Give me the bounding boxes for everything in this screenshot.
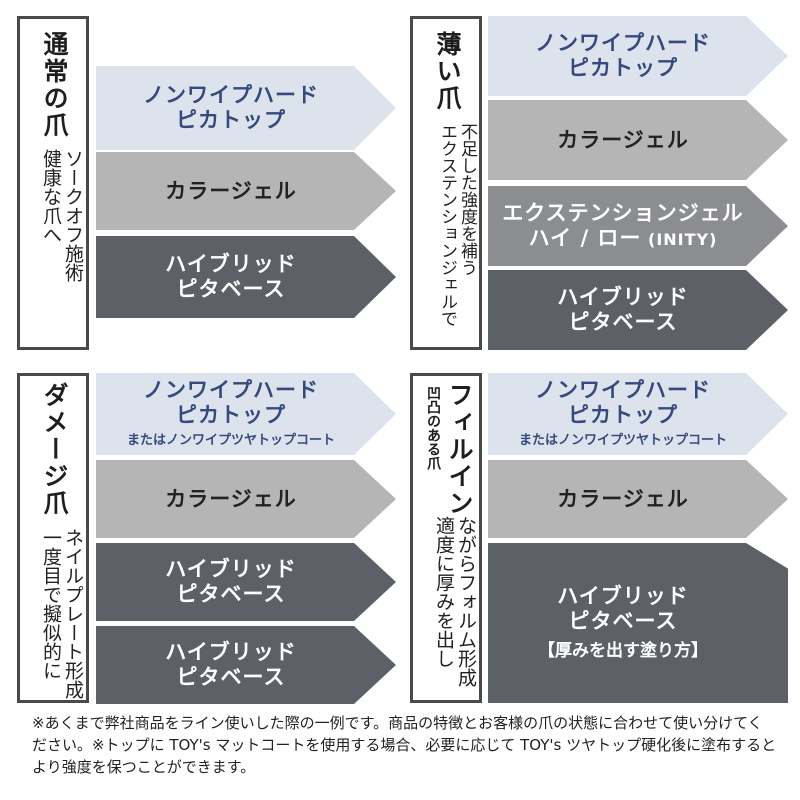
panel-damage-sub2: ネイルプレート形成: [62, 528, 84, 699]
panel-thin-step-3: エクステンションジェル ハイ / ロー (INITY): [488, 186, 788, 266]
step-line: ピカトップ: [568, 403, 678, 427]
panel-thin-title: 薄い爪: [433, 31, 462, 112]
panel-damage-sub1: 一度目で擬似的に: [40, 528, 62, 680]
step-line: ノンワイプハード: [535, 378, 711, 402]
step-line: ピタベース: [568, 310, 678, 334]
panel-damage-label-box: ダメージ爪 一度目で擬似的に ネイルプレート形成: [17, 373, 89, 703]
panel-thin-sub1: エクステンションジェルで: [437, 123, 457, 327]
step-note: またはノンワイプツヤトップコート: [518, 433, 727, 448]
step-line: ハイブリッド: [165, 640, 297, 664]
panel-damage-step-3: ハイブリッド ピタベース: [96, 543, 396, 621]
step-line: ハイブリッド: [557, 584, 689, 608]
step-line: ピカトップ: [568, 56, 678, 80]
panel-fillin-sub1: 適度に厚みを出し: [433, 516, 455, 668]
step-line: ハイ / ロー: [528, 225, 642, 250]
panel-thin-step-4: ハイブリッド ピタベース: [488, 270, 788, 350]
step-line: ピタベース: [176, 665, 286, 689]
step-line: カラージェル: [165, 486, 297, 511]
panel-damage-step-2: カラージェル: [96, 460, 396, 538]
panel-fillin-step-2: カラージェル: [488, 460, 788, 538]
step-line-with-suffix: ハイ / ロー (INITY): [529, 226, 718, 252]
step-suffix: (INITY): [641, 229, 718, 249]
step-line: ハイブリッド: [165, 252, 297, 276]
panel-fillin-label-box: フィルイン 凹凸のある爪 適度に厚みを出し ながらフォルム形成: [410, 373, 482, 703]
step-line: エクステンションジェル: [502, 200, 744, 225]
step-line: ハイブリッド: [557, 285, 689, 309]
panel-thin-label-box: 薄い爪 エクステンションジェルで 不足した強度を補う: [410, 16, 482, 350]
panel-normal-step-1: ノンワイプハード ピカトップ: [96, 66, 396, 150]
step-method-note: 【厚みを出す塗り方】: [538, 641, 708, 661]
panel-fillin-step-1: ノンワイプハード ピカトップ またはノンワイプツヤトップコート: [488, 373, 788, 455]
step-line: カラージェル: [557, 127, 689, 152]
step-line: ピカトップ: [176, 108, 286, 132]
panel-damage-step-1: ノンワイプハード ピカトップ またはノンワイプツヤトップコート: [96, 373, 396, 455]
panel-damage-step-4: ハイブリッド ピタベース: [96, 626, 396, 704]
step-line: ハイブリッド: [165, 557, 297, 581]
step-line: ピタベース: [176, 582, 286, 606]
panel-thin-sub2: 不足した強度を補う: [457, 123, 477, 276]
step-line: ピカトップ: [176, 403, 286, 427]
footnote: ※あくまで弊社商品をライン使いした際の一例です。商品の特徴とお客様の爪の状態に合…: [32, 714, 777, 776]
panel-fillin-title: フィルイン: [445, 382, 474, 517]
panel-fillin-title-small: 凹凸のある爪: [425, 386, 441, 470]
panel-normal-step-2: カラージェル: [96, 152, 396, 230]
step-line: ピタベース: [176, 277, 286, 301]
panel-normal-label-box: 通常の爪 健康な爪へ ソークオフ施術: [17, 16, 89, 350]
panel-fillin-sub2: ながらフォルム形成: [455, 516, 477, 687]
step-line: ノンワイプハード: [535, 31, 711, 55]
panel-fillin-step-3: ハイブリッド ピタベース 【厚みを出す塗り方】: [488, 543, 788, 703]
step-line: カラージェル: [557, 486, 689, 511]
panel-normal-sub2: ソークオフ施術: [62, 149, 84, 282]
panel-normal-sub1: 健康な爪へ: [40, 149, 62, 244]
panel-damage-title: ダメージ爪: [40, 382, 69, 517]
step-note: またはノンワイプツヤトップコート: [126, 433, 335, 448]
panel-normal-title: 通常の爪: [40, 31, 69, 139]
panel-normal-step-3: ハイブリッド ピタベース: [96, 236, 396, 318]
step-line: カラージェル: [165, 178, 297, 203]
panel-thin-step-2: カラージェル: [488, 100, 788, 180]
panel-thin-step-1: ノンワイプハード ピカトップ: [488, 16, 788, 96]
step-line: ノンワイプハード: [143, 378, 319, 402]
step-line: ノンワイプハード: [143, 83, 319, 107]
step-line: ピタベース: [568, 609, 678, 633]
